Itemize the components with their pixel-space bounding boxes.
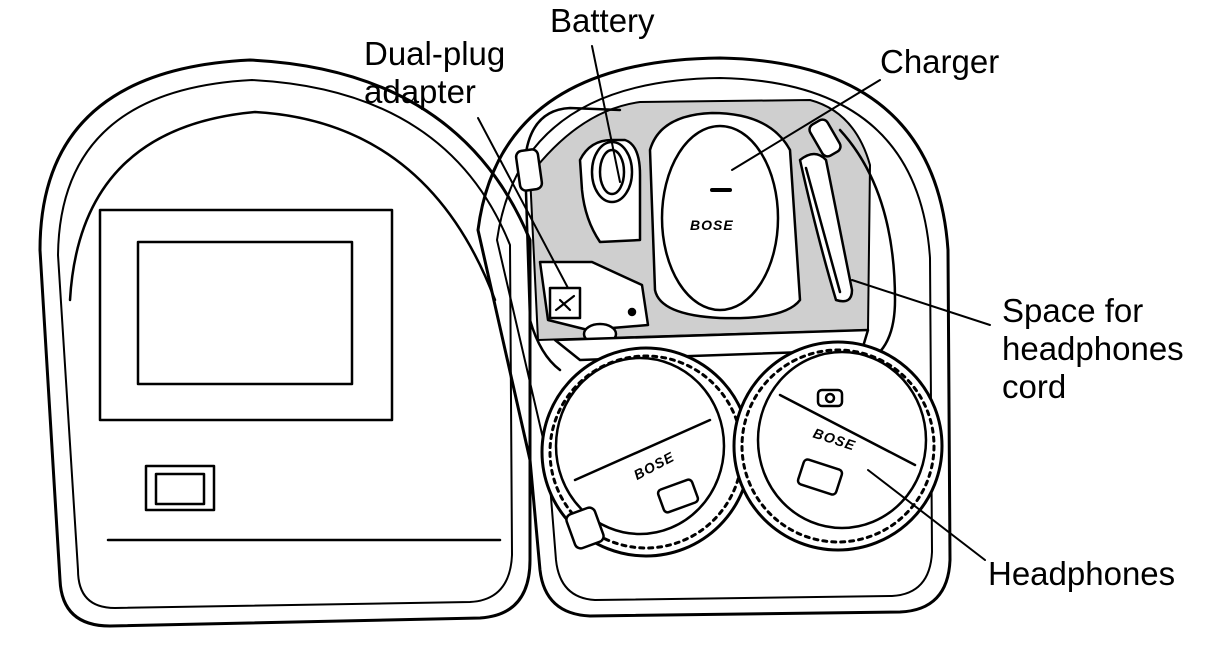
headphones-cord-space [798, 152, 854, 303]
battery-label: Battery [550, 2, 655, 39]
lid-label-inner [136, 240, 354, 386]
charger-brand-label: BOSE [690, 217, 734, 233]
leader-lines [477, 45, 991, 561]
case-lid [38, 58, 532, 628]
charger-callout: Charger [880, 43, 999, 81]
lid-label-outer [98, 208, 394, 422]
right-ear-cup: BOSE [732, 340, 944, 552]
headphones-label: Headphones [988, 555, 1176, 592]
dual-plug-label-line2: adapter [364, 73, 476, 110]
lid-tag [144, 464, 216, 512]
cord-label-line1: Space for [1002, 292, 1144, 329]
headphones-leader [867, 469, 986, 561]
cord-label-line3: cord [1002, 368, 1067, 405]
battery-callout: Battery [550, 2, 655, 40]
charger-label: Charger [880, 43, 1000, 80]
dual-plug-leader [477, 117, 569, 289]
charger-leader [731, 79, 881, 171]
dual-plug-adapter-callout: Dual-plug adapter [364, 35, 505, 111]
battery [578, 138, 642, 244]
dual-plug-adapter [538, 260, 650, 346]
headphones-cord-callout: Space for headphones cord [1002, 292, 1184, 406]
headphones-callout: Headphones [988, 555, 1175, 593]
dual-plug-label-line1: Dual-plug [364, 35, 506, 72]
case-base: BOSE BOSE [476, 56, 952, 618]
battery-leader [591, 45, 621, 183]
cord-label-line2: headphones [1002, 330, 1184, 367]
charger: BOSE [648, 111, 802, 320]
left-ear-cup: BOSE [540, 346, 752, 558]
cord-leader [851, 279, 991, 326]
